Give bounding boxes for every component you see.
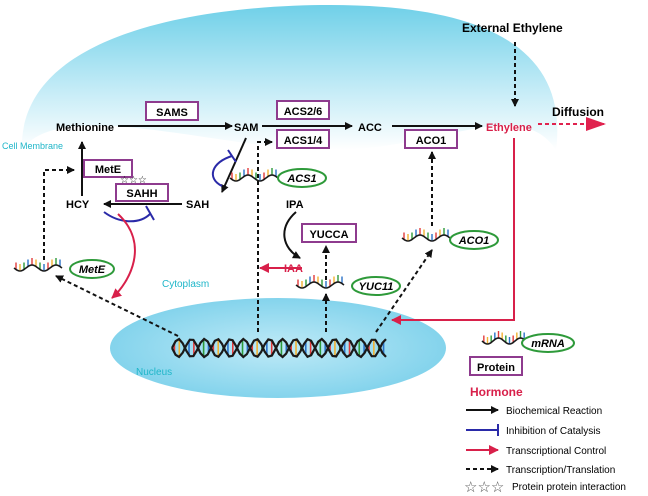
mrna-strand-icon-acs1 (229, 168, 279, 182)
label-ipa: IPA (286, 199, 304, 211)
mrna-label-mete: MetE (79, 264, 106, 276)
label-diffusion: Diffusion (552, 105, 604, 119)
mrna-oval-acs1 (277, 168, 327, 188)
protein-box-sams (145, 101, 199, 121)
label-acc: ACC (358, 122, 382, 134)
protein-box-sahh (115, 183, 169, 202)
protein-label-sahh: SAHH (126, 188, 157, 200)
legend-hormone-label: Hormone (470, 385, 523, 399)
label-iaa: IAA (284, 263, 303, 275)
legend: mRNA Protein Hormone Biochemical Reactio… (464, 333, 626, 496)
mrna-strand-icon-mete (13, 258, 63, 272)
protein-label-acs14: ACS1/4 (284, 135, 323, 147)
legend-mrna-oval (521, 333, 575, 353)
legend-inhibition-label: Inhibition of Catalysis (506, 426, 601, 437)
mrna-strand-icon-yuc11 (295, 275, 345, 289)
protein-label-aco1: ACO1 (416, 135, 447, 147)
label-nucleus: Nucleus (136, 367, 172, 378)
label-methionine: Methionine (56, 122, 114, 134)
protein-label-sams: SAMS (156, 107, 188, 119)
ppi-stars-icon: ☆☆☆ (120, 175, 147, 186)
mrna-oval-mete (69, 259, 115, 279)
protein-label-yucca: YUCCA (309, 229, 348, 241)
label-cytoplasm: Cytoplasm (162, 279, 209, 290)
label-external-ethylene: External Ethylene (462, 21, 563, 35)
legend-stars-icon: ☆☆☆ (464, 479, 504, 496)
nucleus (110, 298, 446, 398)
svg-text:☆☆☆: ☆☆☆ (120, 175, 147, 186)
mrna-strand-icon-aco1 (401, 228, 451, 242)
legend-transcriptional-label: Transcriptional Control (506, 446, 606, 457)
label-sam: SAM (234, 122, 258, 134)
mrna-oval-yuc11 (351, 276, 401, 296)
mrna-label-acs1: ACS1 (286, 173, 316, 185)
label-sah: SAH (186, 199, 209, 211)
mrna-oval-aco1 (449, 230, 499, 250)
legend-biochemical-label: Biochemical Reaction (506, 406, 602, 417)
legend-mrna-label: mRNA (531, 338, 565, 350)
protein-box-acs26 (276, 100, 330, 120)
label-hcy: HCY (66, 199, 90, 211)
legend-protein-label: Protein (477, 362, 515, 374)
mrna-label-aco1: ACO1 (458, 235, 490, 247)
protein-box-acs14 (276, 129, 330, 149)
protein-label-mete: MetE (95, 164, 121, 176)
label-ethylene: Ethylene (486, 122, 532, 134)
legend-protein-box (469, 356, 523, 376)
protein-label-acs26: ACS2/6 (284, 106, 323, 118)
dna-helix-icon (171, 337, 387, 359)
label-cell-membrane: Cell Membrane (2, 141, 63, 151)
legend-ppi-label: Protein protein interaction (512, 482, 626, 493)
mrna-strand-icon-legend (481, 331, 527, 345)
protein-box-yucca (301, 223, 357, 243)
mrna-label-yuc11: YUC11 (359, 281, 394, 293)
protein-box-mete (83, 159, 133, 178)
protein-box-aco1 (404, 129, 458, 149)
legend-transcription-label: Transcription/Translation (506, 465, 615, 476)
